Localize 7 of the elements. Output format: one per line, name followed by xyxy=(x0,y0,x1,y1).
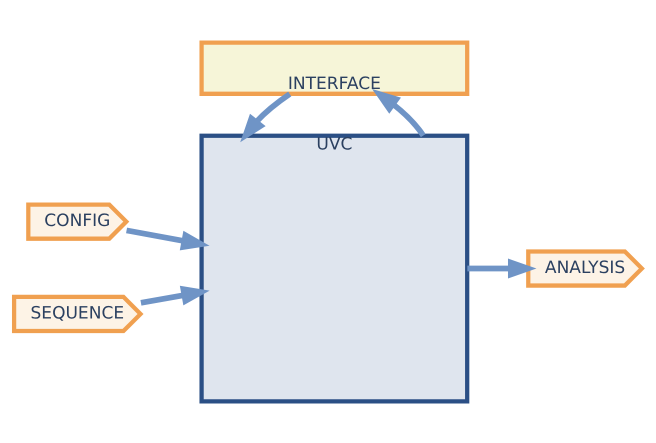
arrow xyxy=(140,285,210,306)
arrow xyxy=(126,227,210,250)
node-box: INTERFACE xyxy=(199,40,470,96)
node-box: UVC xyxy=(199,133,470,403)
arrow xyxy=(467,258,536,278)
arrow xyxy=(372,88,426,137)
arrow xyxy=(240,91,292,142)
